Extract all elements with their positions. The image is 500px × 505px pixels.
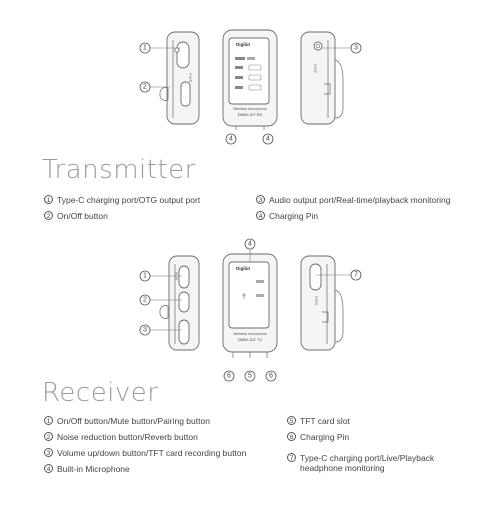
receiver-left-side-view: PWR <box>159 255 200 351</box>
receiver-right-side-view: PWR <box>300 255 344 351</box>
transmitter-screen <box>228 37 270 105</box>
receiver-volume-button <box>178 319 190 345</box>
receiver-device-label-1: Wireless microphone <box>233 332 267 336</box>
receiver-noise-button <box>178 291 190 313</box>
transmitter-callout-3 <box>350 42 362 54</box>
svg-text:2: 2 <box>143 84 147 91</box>
transmitter-power-button <box>180 81 191 107</box>
receiver-brand-logo: Digibit <box>236 266 250 271</box>
transmitter-heading: Transmitter <box>42 155 196 185</box>
transmitter-callout-4a <box>225 133 237 145</box>
receiver-callout-3 <box>139 324 151 336</box>
svg-text:1: 1 <box>143 273 147 280</box>
transmitter-callout-2 <box>139 81 151 93</box>
svg-text:5: 5 <box>248 373 252 380</box>
svg-text:4: 4 <box>229 136 233 143</box>
transmitter-right-side-view: DISP <box>300 31 344 125</box>
receiver-power-button <box>178 265 190 289</box>
svg-text:6: 6 <box>227 373 231 380</box>
receiver-callout-7 <box>350 269 362 281</box>
receiver-callout-2 <box>139 294 151 306</box>
transmitter-callouts: 1 2 3 4 4 <box>139 42 362 145</box>
svg-text:6: 6 <box>269 373 273 380</box>
transmitter-front-view: Digibit Wireless microphone DMW-107 RX <box>222 29 278 130</box>
svg-text:1: 1 <box>143 45 147 52</box>
transmitter-audio-port <box>313 41 323 51</box>
receiver-callout-4 <box>244 238 256 250</box>
svg-text:3: 3 <box>354 45 358 52</box>
receiver-screen <box>228 261 270 329</box>
receiver-heading: Receiver <box>42 378 159 408</box>
receiver-callout-6b <box>265 370 277 382</box>
receiver-front-view: Digibit Wireless microphone DMW-107 TX <box>222 253 278 358</box>
receiver-device-label-2: DMW-107 TX <box>238 337 262 342</box>
transmitter-left-side-view: PWR <box>159 31 200 125</box>
receiver-callout-5 <box>244 370 256 382</box>
receiver-side-mark: PWR <box>174 272 178 281</box>
svg-text:4: 4 <box>248 241 252 248</box>
svg-text:4: 4 <box>266 136 270 143</box>
transmitter-usb-port <box>176 41 190 69</box>
svg-text:3: 3 <box>143 327 147 334</box>
svg-text:DISP: DISP <box>313 64 318 74</box>
transmitter-device-label-2: DMW-107 RX <box>238 112 263 117</box>
transmitter-side-mark: PWR <box>188 73 193 82</box>
receiver-callout-6a <box>223 370 235 382</box>
receiver-usb-port <box>309 263 322 291</box>
svg-text:2: 2 <box>143 297 147 304</box>
transmitter-brand-logo: Digibit <box>236 42 250 47</box>
transmitter-device-label-1: Wireless microphone <box>233 107 267 111</box>
svg-text:PWR: PWR <box>314 296 319 305</box>
receiver-callout-1 <box>139 270 151 282</box>
transmitter-callout-1 <box>139 42 151 54</box>
receiver-callouts: 1 2 3 4 5 6 6 7 <box>139 238 362 382</box>
transmitter-callout-4b <box>262 133 274 145</box>
svg-text:7: 7 <box>354 272 358 279</box>
